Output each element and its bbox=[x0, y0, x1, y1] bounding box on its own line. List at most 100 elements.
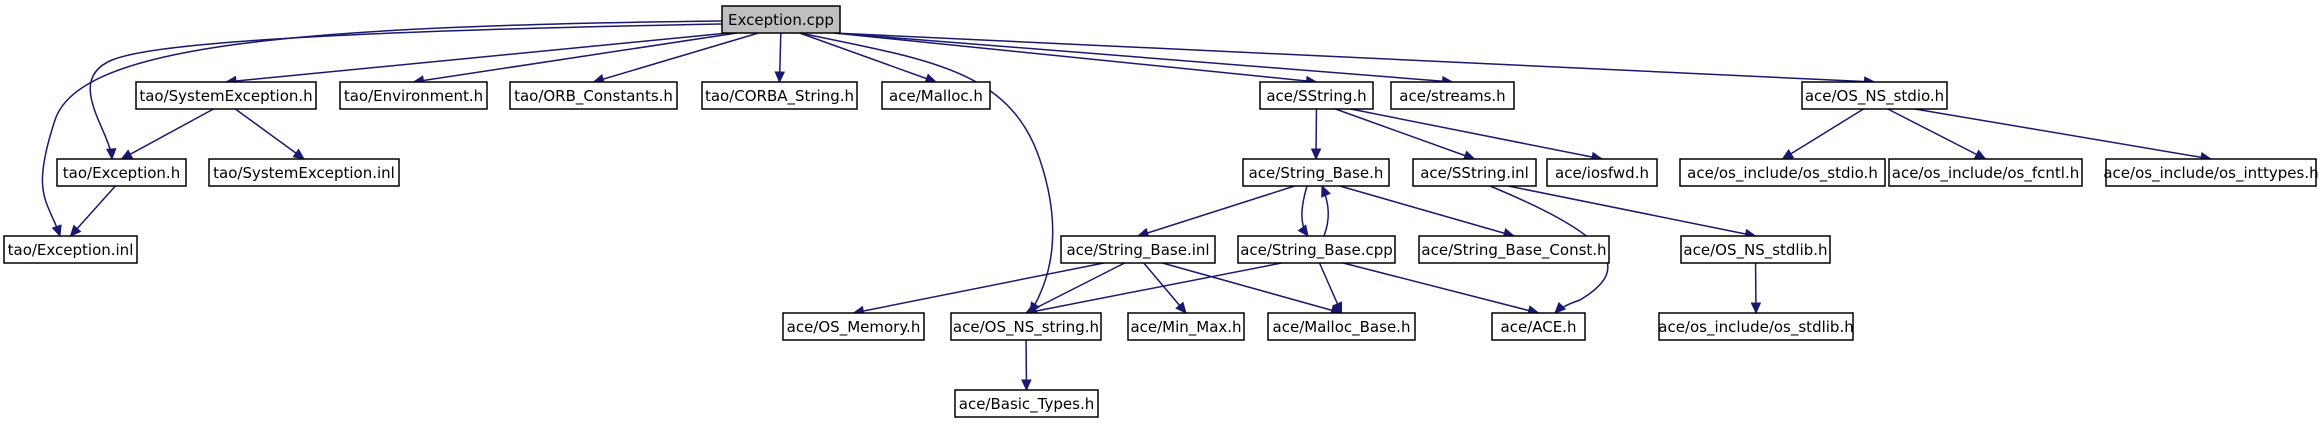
edge-n18-n24 bbox=[1143, 262, 1187, 314]
node-n4[interactable]: tao/CORBA_String.h bbox=[701, 81, 858, 110]
node-label: tao/SystemException.inl bbox=[213, 164, 395, 182]
node-box bbox=[1801, 81, 1948, 110]
node-n5[interactable]: ace/Malloc.h bbox=[881, 81, 991, 110]
node-n23[interactable]: ace/OS_NS_string.h bbox=[950, 312, 1102, 341]
arrowhead-n0-n9 bbox=[106, 148, 117, 161]
edge-n0-n2 bbox=[413, 32, 738, 83]
arrowhead-n6-n12 bbox=[1310, 148, 1322, 161]
node-box bbox=[135, 81, 317, 110]
node-n8[interactable]: ace/OS_NS_stdio.h bbox=[1801, 81, 1948, 110]
node-label: ace/String_Base.inl bbox=[1066, 241, 1209, 260]
node-n24[interactable]: ace/Min_Max.h bbox=[1127, 312, 1245, 341]
arrowhead-n23-n28 bbox=[1021, 379, 1032, 392]
node-n14[interactable]: ace/iosfwd.h bbox=[1546, 158, 1658, 187]
node-n12[interactable]: ace/String_Base.h bbox=[1242, 158, 1390, 187]
node-n2[interactable]: tao/Environment.h bbox=[339, 81, 488, 110]
node-label: ace/iosfwd.h bbox=[1555, 164, 1649, 182]
node-box bbox=[1679, 158, 1886, 187]
node-n19[interactable]: ace/String_Base.cpp bbox=[1237, 235, 1396, 264]
edge-n0-n5 bbox=[799, 32, 937, 83]
arrowhead-n12-n19 bbox=[1297, 224, 1309, 237]
node-label: ace/ACE.h bbox=[1501, 318, 1577, 336]
node-box bbox=[1418, 235, 1610, 264]
node-label: ace/SString.inl bbox=[1420, 164, 1529, 182]
node-label: ace/streams.h bbox=[1399, 87, 1505, 105]
node-label: ace/os_include/os_stdio.h bbox=[1687, 164, 1878, 183]
node-label: ace/Basic_Types.h bbox=[959, 395, 1094, 414]
node-label: ace/OS_NS_stdio.h bbox=[1805, 87, 1944, 106]
node-n18[interactable]: ace/String_Base.inl bbox=[1060, 235, 1216, 264]
edge-n0-n11 bbox=[41, 20, 723, 237]
node-label: ace/os_include/os_fcntl.h bbox=[1892, 164, 2079, 183]
node-label: tao/Environment.h bbox=[344, 87, 483, 105]
node-layer: Exception.cpp tao/SystemException.h tao/En… bbox=[3, 5, 2319, 418]
arrowhead-n1-n9 bbox=[120, 149, 134, 160]
node-box bbox=[1491, 312, 1586, 341]
node-label: tao/ORB_Constants.h bbox=[514, 87, 673, 106]
edge-layer bbox=[41, 20, 2213, 392]
node-label: ace/os_include/os_stdlib.h bbox=[1658, 318, 1853, 337]
node-n13[interactable]: ace/SString.inl bbox=[1412, 158, 1537, 187]
node-box bbox=[950, 312, 1102, 341]
edge-n0-n23 bbox=[799, 32, 1054, 314]
edge-n0-n6 bbox=[833, 32, 1317, 83]
node-n25[interactable]: ace/Malloc_Base.h bbox=[1267, 312, 1416, 341]
node-n3[interactable]: tao/ORB_Constants.h bbox=[509, 81, 678, 110]
edge-n1-n10 bbox=[234, 108, 305, 160]
arrowhead-n1-n10 bbox=[292, 148, 305, 160]
edge-n8-n16 bbox=[1887, 108, 1986, 160]
node-label: ace/String_Base.cpp bbox=[1240, 241, 1393, 260]
node-n28[interactable]: ace/Basic_Types.h bbox=[954, 389, 1099, 418]
node-box bbox=[1259, 81, 1374, 110]
node-box bbox=[1237, 235, 1396, 264]
node-n27[interactable]: ace/os_include/os_stdlib.h bbox=[1658, 312, 1854, 341]
edge-n18-n23 bbox=[1025, 262, 1125, 314]
arrowhead-n0-n4 bbox=[774, 71, 786, 84]
node-n1[interactable]: tao/SystemException.h bbox=[135, 81, 317, 110]
node-n16[interactable]: ace/os_include/os_fcntl.h bbox=[1888, 158, 2083, 187]
node-label: ace/OS_Memory.h bbox=[787, 318, 921, 337]
node-n26[interactable]: ace/ACE.h bbox=[1491, 312, 1586, 341]
arrowhead-n8-n15 bbox=[1781, 148, 1795, 160]
node-n20[interactable]: ace/String_Base_Const.h bbox=[1418, 235, 1610, 264]
edge-n18-n25 bbox=[1162, 262, 1342, 314]
node-box bbox=[1060, 235, 1216, 264]
node-n9[interactable]: tao/Exception.h bbox=[56, 158, 187, 187]
node-n10[interactable]: tao/SystemException.inl bbox=[208, 158, 400, 187]
node-box bbox=[954, 389, 1099, 418]
node-box bbox=[2105, 158, 2317, 187]
arrowhead-n13-n26 bbox=[1554, 301, 1567, 314]
node-label: ace/Malloc_Base.h bbox=[1273, 318, 1411, 337]
node-n17[interactable]: ace/os_include/os_inttypes.h bbox=[2103, 158, 2319, 187]
node-n0[interactable]: Exception.cpp bbox=[721, 5, 841, 34]
node-label: ace/os_include/os_inttypes.h bbox=[2103, 164, 2318, 183]
node-n11[interactable]: tao/Exception.inl bbox=[3, 235, 138, 264]
edge-n0-n7 bbox=[833, 32, 1453, 83]
edge-n8-n15 bbox=[1782, 108, 1864, 160]
edge-n9-n11 bbox=[69, 185, 116, 237]
edge-n12-n20 bbox=[1339, 185, 1515, 237]
node-label: ace/OS_NS_string.h bbox=[953, 318, 1099, 337]
edge-n6-n14 bbox=[1350, 108, 1603, 160]
node-n22[interactable]: ace/OS_Memory.h bbox=[782, 312, 925, 341]
node-label: ace/Malloc.h bbox=[889, 87, 983, 105]
edge-n18-n22 bbox=[853, 262, 1105, 314]
node-label: ace/String_Base_Const.h bbox=[1421, 241, 1606, 260]
arrowhead-n8-n16 bbox=[1973, 149, 1987, 160]
node-box bbox=[1390, 81, 1515, 110]
node-n7[interactable]: ace/streams.h bbox=[1390, 81, 1515, 110]
node-n6[interactable]: ace/SString.h bbox=[1259, 81, 1374, 110]
node-box bbox=[881, 81, 991, 110]
node-box bbox=[1546, 158, 1658, 187]
node-n15[interactable]: ace/os_include/os_stdio.h bbox=[1679, 158, 1886, 187]
node-label: tao/Exception.h bbox=[63, 164, 180, 182]
edge-n13-n21 bbox=[1508, 185, 1756, 237]
node-box bbox=[782, 312, 925, 341]
node-n21[interactable]: ace/OS_NS_stdlib.h bbox=[1680, 235, 1831, 264]
node-box bbox=[3, 235, 138, 264]
arrowhead-n0-n11 bbox=[51, 224, 62, 238]
node-box bbox=[721, 5, 841, 34]
node-box bbox=[339, 81, 488, 110]
node-label: tao/CORBA_String.h bbox=[705, 87, 854, 106]
